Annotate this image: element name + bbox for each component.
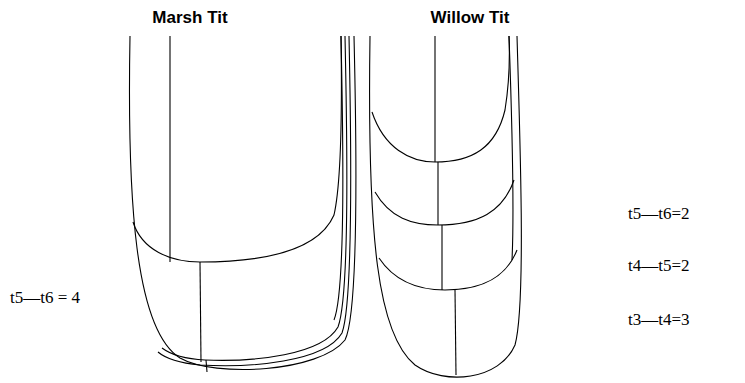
measurement-label: t3—t4=3 [628, 310, 690, 330]
feather-outline [370, 36, 522, 377]
feather-shaft [455, 290, 456, 375]
feather-tip [375, 180, 514, 225]
feather-outline [129, 36, 356, 370]
species-heading: Willow Tit [431, 8, 510, 28]
feather-shaft [200, 262, 201, 362]
feather-shaft [437, 162, 438, 225]
feather-tip [372, 36, 509, 162]
feather-outline [158, 36, 351, 366]
species-heading: Marsh Tit [152, 8, 227, 28]
measurement-label: t5—t6=2 [628, 204, 690, 224]
feather-outline [509, 36, 513, 260]
feather-shaft [434, 36, 435, 162]
feather-shaft [441, 225, 442, 290]
feather-tip [133, 36, 341, 262]
feather-shaft [206, 360, 207, 372]
feather-outline [162, 36, 347, 360]
feather-tip [379, 250, 517, 290]
measurement-label: t5—t6 = 4 [10, 288, 80, 308]
measurement-label: t4—t5=2 [628, 256, 690, 276]
feather-shaft [169, 36, 170, 262]
